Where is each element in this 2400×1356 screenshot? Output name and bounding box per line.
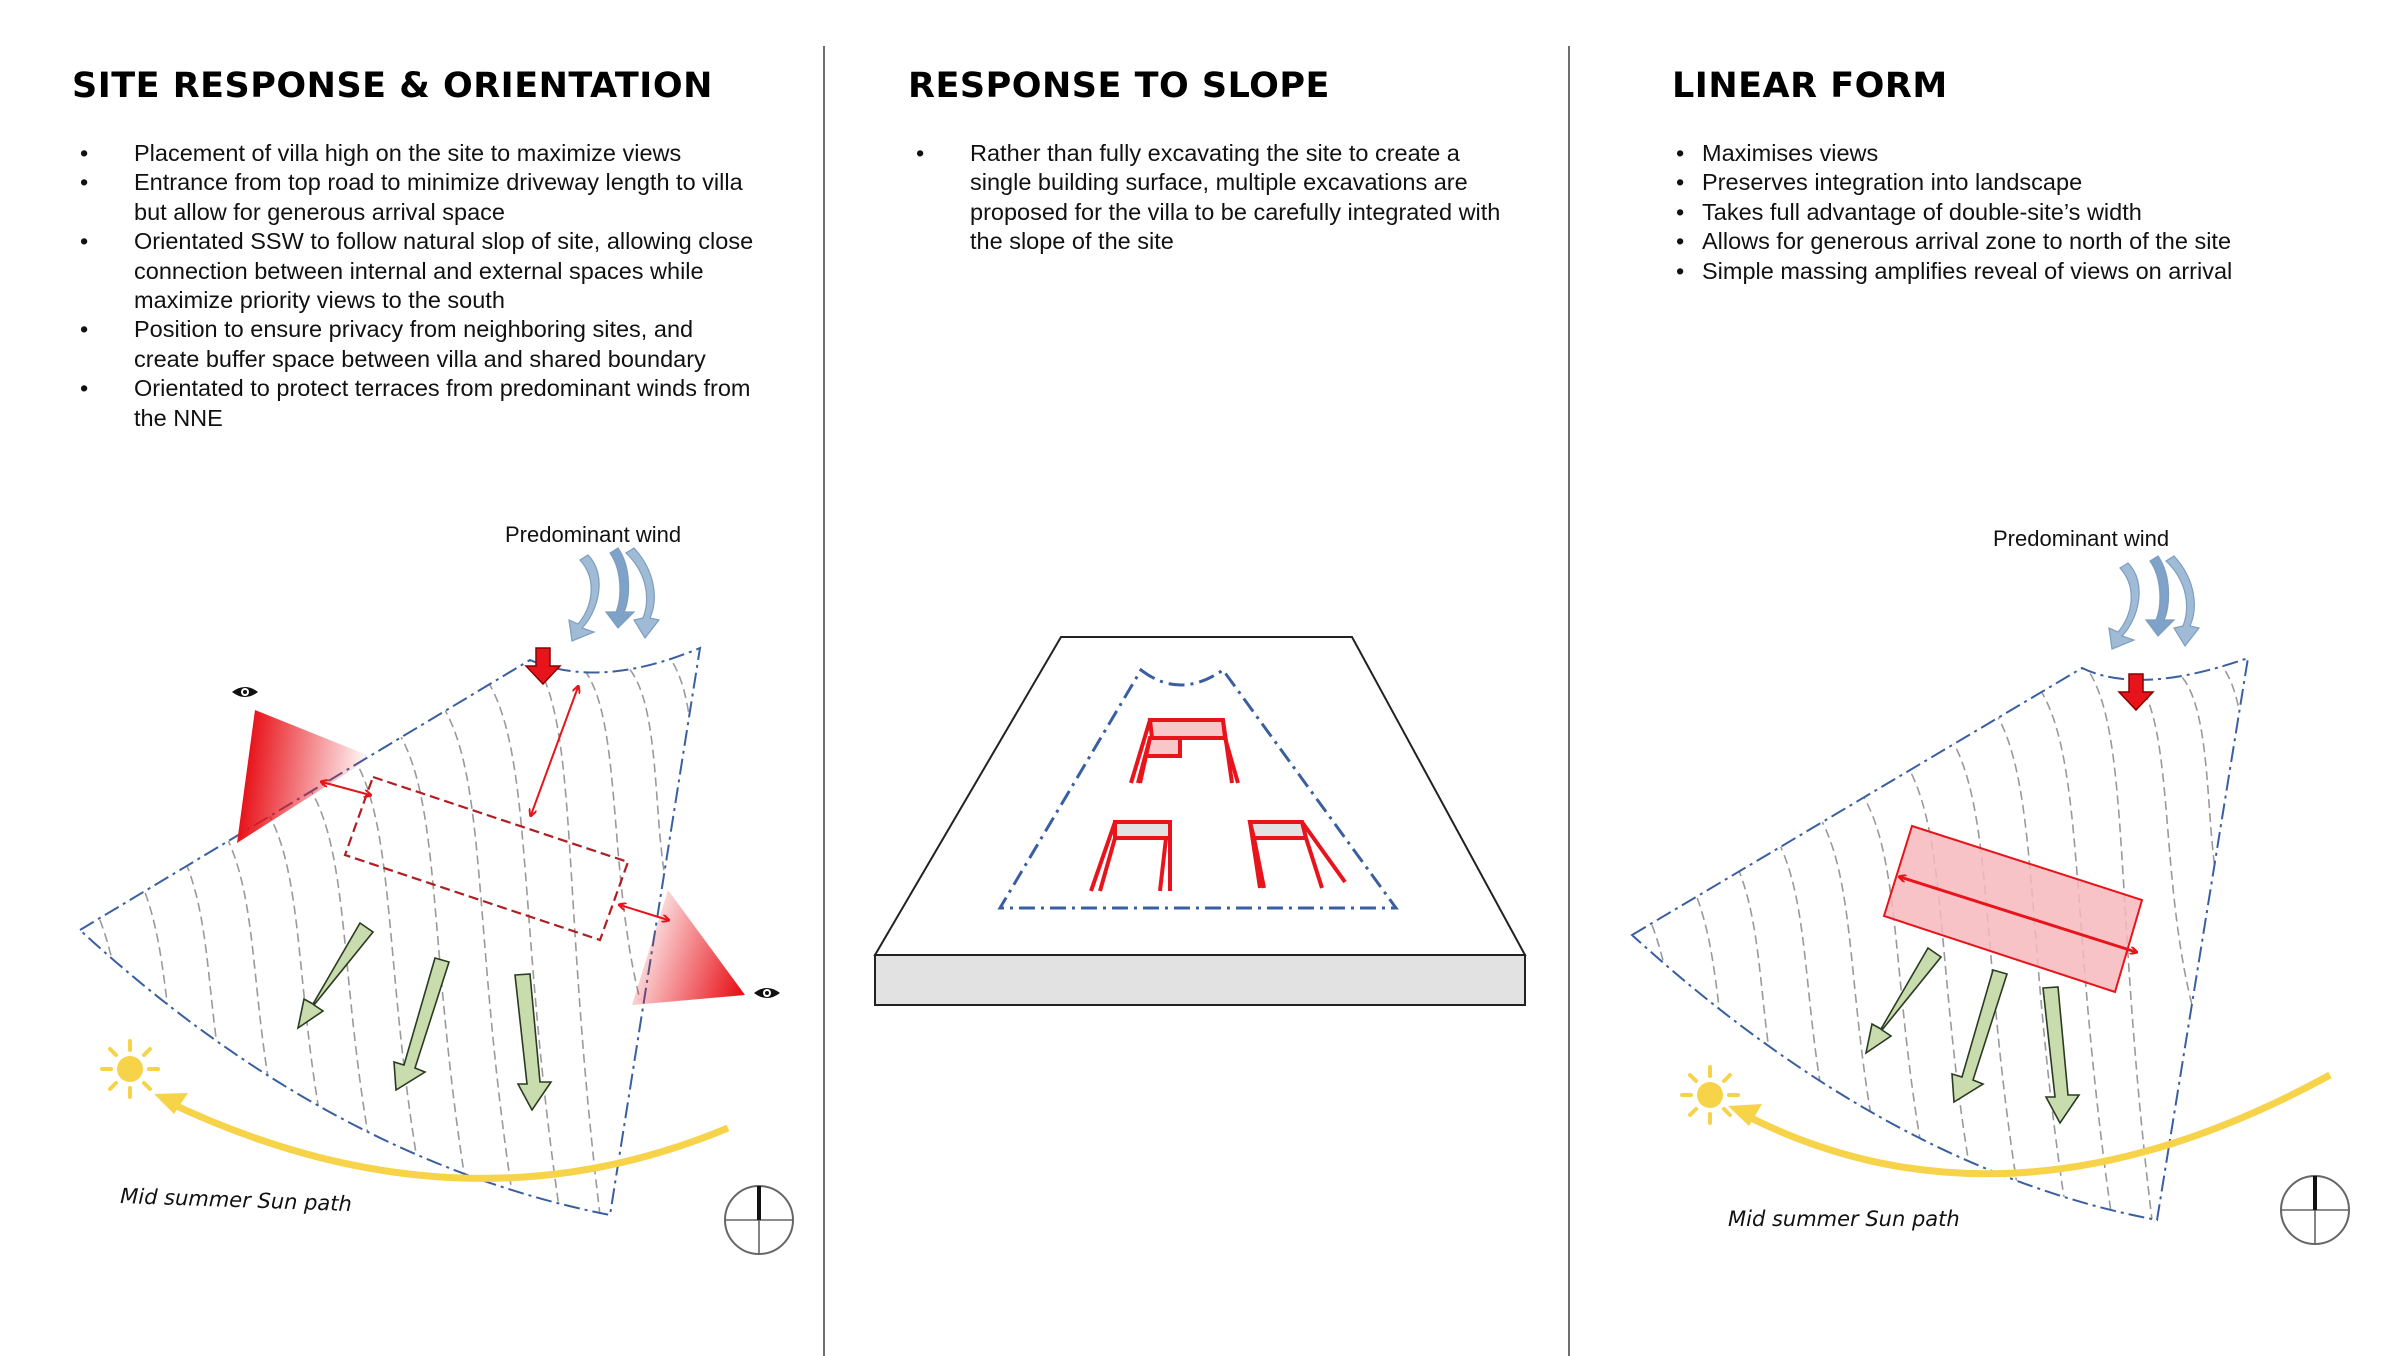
view-arrow-icon xyxy=(296,921,553,1112)
bullet-item: Simple massing amplifies reveal of views… xyxy=(1672,257,2372,287)
contour-lines xyxy=(99,651,700,1215)
villa-length-arrow xyxy=(1900,877,2136,952)
north-arrow-icon xyxy=(2280,1175,2350,1245)
site-boundary xyxy=(78,646,702,1217)
eye-icon xyxy=(754,988,780,998)
north-arrow-icon xyxy=(724,1185,794,1255)
panel-title: RESPONSE TO SLOPE xyxy=(908,66,1330,106)
buffer-arrow xyxy=(322,782,370,795)
site-slab-top xyxy=(873,636,1527,956)
site-boundary xyxy=(1630,656,2250,1222)
view-arrow-icon xyxy=(1864,946,2081,1125)
bullet-item: Maximises views xyxy=(1672,139,2372,169)
villa-footprint xyxy=(343,775,630,942)
panel-site-response: SITE RESPONSE & ORIENTATION Placement of… xyxy=(0,0,825,1350)
panel-divider xyxy=(1568,46,1570,1356)
linear-form-diagram: Predominant wind Mid summer Sun path xyxy=(1630,526,2350,1245)
bullet-item: Allows for generous arrival zone to nort… xyxy=(1672,227,2372,257)
panel-divider xyxy=(823,46,825,1356)
wind-arrow-icon xyxy=(568,547,661,642)
sun-icon xyxy=(100,1039,160,1099)
entrance-arrow-icon xyxy=(524,647,562,686)
driveway-arrow xyxy=(531,687,578,815)
bullet-item: Orientated to protect terraces from pred… xyxy=(74,374,754,433)
sun-path xyxy=(168,1099,730,1182)
panel-response-to-slope: RESPONSE TO SLOPE Rather than fully exca… xyxy=(826,0,1569,1350)
slope-excavation-diagram xyxy=(873,636,1527,1006)
bullet-list: Placement of villa high on the site to m… xyxy=(74,139,754,433)
site-boundary xyxy=(997,667,1399,910)
wind-arrow-icon xyxy=(2108,555,2201,650)
view-cone-east xyxy=(632,890,745,1005)
eye-icon xyxy=(232,687,258,697)
excavation-upper xyxy=(1129,718,1240,784)
panel-title: SITE RESPONSE & ORIENTATION xyxy=(72,66,713,106)
view-cone-west xyxy=(237,710,372,843)
bullet-item: Takes full advantage of double-site’s wi… xyxy=(1672,198,2372,228)
contour-lines xyxy=(1651,659,2248,1220)
site-slab-edge xyxy=(874,954,1526,1006)
sun-path-label: Mid summer Sun path xyxy=(1728,1207,1960,1231)
sun-path xyxy=(1743,1071,2332,1178)
panel-linear-form: LINEAR FORM Maximises views Preserves in… xyxy=(1570,0,2400,1350)
bullet-item: Orientated SSW to follow natural slop of… xyxy=(74,227,754,315)
sun-icon xyxy=(1680,1065,1740,1125)
sun-path-arrowhead xyxy=(154,1093,188,1114)
bullet-item: Rather than fully excavating the site to… xyxy=(910,139,1510,257)
bullet-item: Entrance from top road to minimize drive… xyxy=(74,168,754,227)
site-orientation-diagram: Predominant wind Mid summer Sun path xyxy=(78,522,794,1255)
wind-label: Predominant wind xyxy=(505,522,681,547)
bullet-list: Rather than fully excavating the site to… xyxy=(910,139,1510,257)
sun-path-label: Mid summer Sun path xyxy=(120,1184,352,1216)
panel-title: LINEAR FORM xyxy=(1672,66,1948,106)
buffer-arrow xyxy=(620,905,668,920)
excavation-lower-right xyxy=(1247,820,1347,889)
entrance-arrow-icon xyxy=(2117,673,2155,712)
excavation-lower-left xyxy=(1089,820,1172,892)
bullet-item: Position to ensure privacy from neighbor… xyxy=(74,315,754,374)
bullet-item: Placement of villa high on the site to m… xyxy=(74,139,754,169)
wind-label: Predominant wind xyxy=(1993,526,2169,551)
bullet-list: Maximises views Preserves integration in… xyxy=(1672,139,2372,286)
sun-path-arrowhead xyxy=(1728,1104,1762,1126)
bullet-item: Preserves integration into landscape xyxy=(1672,168,2372,198)
